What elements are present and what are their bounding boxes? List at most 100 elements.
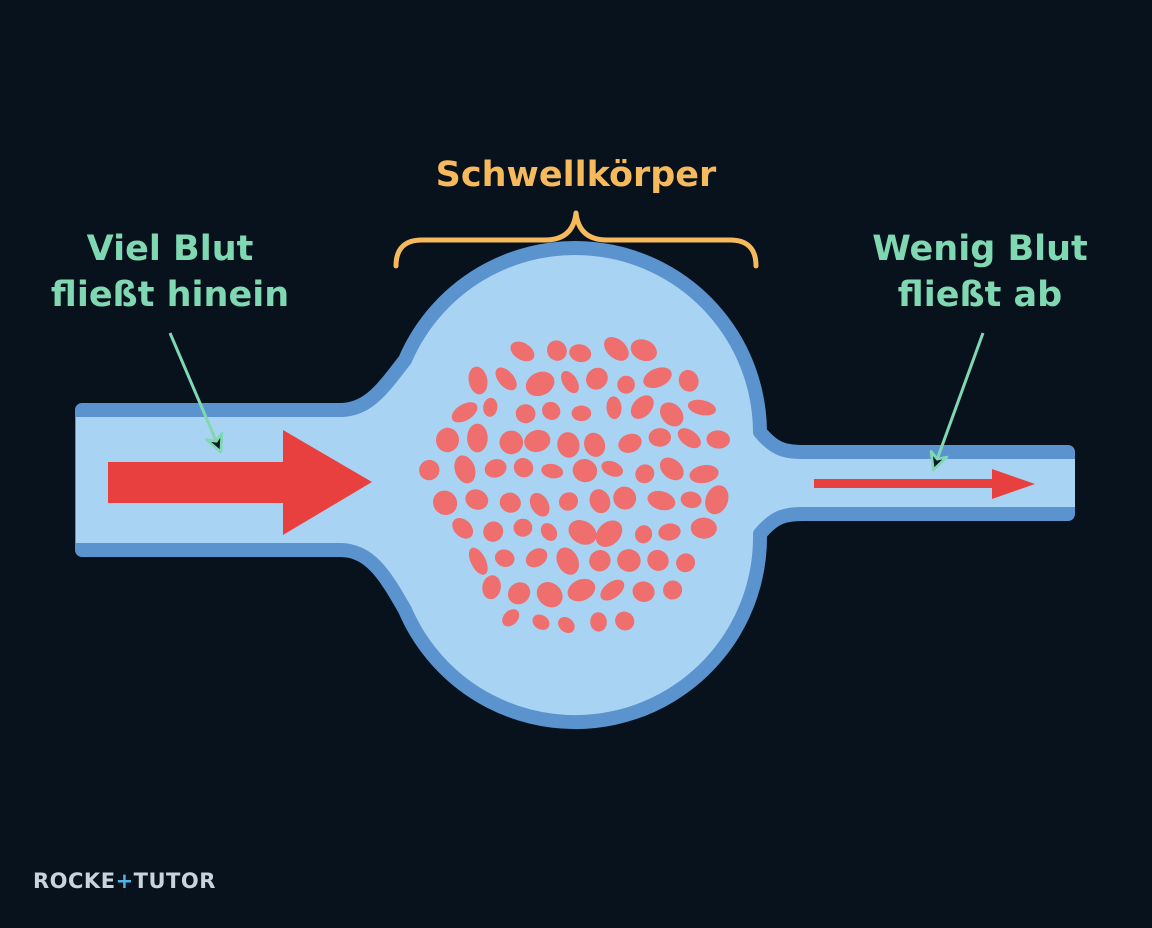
sinus-space — [659, 457, 684, 481]
sinus-space — [615, 611, 635, 631]
sinus-space — [483, 397, 498, 417]
sinus-space — [484, 459, 507, 478]
sinus-space — [513, 518, 533, 537]
inflow-label-line1: Viel Blut — [86, 229, 254, 269]
sinus-space — [617, 549, 641, 572]
sinus-space — [589, 550, 611, 572]
sinus-space — [465, 489, 489, 510]
sinus-space — [529, 492, 550, 517]
sinus-space — [435, 427, 460, 453]
sinus-space — [510, 341, 535, 362]
sinus-space — [606, 396, 622, 420]
sinus-space — [630, 395, 654, 419]
brand-part2: TUTOR — [133, 869, 216, 893]
sinus-space — [525, 548, 548, 568]
sinus-space — [567, 578, 596, 602]
structure-label-text: Schwellkörper — [435, 155, 717, 195]
sinus-space — [690, 517, 717, 539]
sinus-space — [687, 399, 716, 416]
sinus-space — [561, 371, 579, 394]
brand-part1: ROCKE — [33, 869, 116, 893]
sinus-space — [451, 402, 478, 423]
sinus-space — [419, 459, 440, 481]
sinus-space — [643, 367, 672, 389]
sinus-space — [536, 582, 563, 608]
sinus-space — [586, 367, 608, 390]
sinus-space — [558, 616, 575, 634]
sinus-spaces — [419, 337, 730, 634]
sinus-space — [499, 492, 521, 513]
sinus-space — [558, 492, 579, 511]
sinus-space — [648, 428, 671, 447]
inlet-opening — [76, 417, 90, 543]
sinus-space — [468, 366, 488, 395]
sinus-space — [557, 432, 580, 458]
brand-logo: ROCKE+TUTOR — [33, 869, 216, 893]
structure-label: Schwellkörper — [376, 152, 776, 198]
sinus-space — [495, 367, 517, 391]
outlet-opening — [1061, 459, 1075, 507]
sinus-space — [525, 371, 555, 397]
sinus-space — [630, 339, 657, 362]
outflow-pointer — [929, 332, 985, 472]
sinus-space — [532, 614, 550, 630]
sinus-space — [680, 491, 702, 509]
sinus-space — [647, 490, 676, 511]
sinus-space — [568, 520, 597, 545]
sinus-space — [706, 430, 730, 449]
sinus-space — [502, 609, 520, 627]
sinus-space — [515, 404, 536, 424]
sinus-space — [660, 402, 684, 427]
inflow-label: Viel Blut fließt hinein — [20, 226, 320, 318]
sinus-space — [541, 463, 564, 479]
outflow-arrow — [814, 469, 1035, 499]
sinus-space — [617, 375, 635, 394]
brand-plus: + — [115, 869, 134, 893]
sinus-space — [547, 340, 567, 361]
sinus-space — [499, 430, 524, 455]
sinus-space — [524, 429, 551, 453]
inflow-label-line2: fließt hinein — [50, 275, 290, 316]
inflow-arrow — [108, 430, 372, 535]
sinus-space — [635, 525, 653, 544]
sinus-space — [601, 460, 623, 477]
sinus-space — [482, 575, 501, 600]
sinus-space — [676, 553, 696, 573]
sinus-space — [454, 455, 476, 484]
sinus-space — [556, 547, 579, 575]
sinus-space — [705, 485, 729, 515]
inflow-pointer — [168, 332, 224, 454]
sinus-space — [590, 612, 607, 632]
outflow-label: Wenig Blut fließt ab — [830, 226, 1130, 318]
sinus-space — [647, 549, 669, 571]
sinus-space — [613, 486, 637, 510]
sinus-space — [467, 423, 488, 453]
outflow-label-line1: Wenig Blut — [872, 229, 1088, 269]
sinus-space — [483, 521, 504, 542]
sinus-space — [589, 489, 611, 514]
sinus-space — [540, 523, 558, 541]
sinus-space — [571, 405, 592, 422]
brace — [393, 210, 759, 269]
sinus-space — [507, 582, 531, 605]
sinus-space — [678, 369, 699, 392]
sinus-space — [572, 459, 598, 483]
sinus-space — [618, 433, 642, 453]
sinus-space — [658, 523, 681, 541]
sinus-space — [468, 547, 488, 575]
sinus-space — [632, 581, 655, 602]
sinus-space — [452, 518, 474, 539]
sinus-space — [584, 432, 606, 457]
sinus-space — [433, 490, 458, 516]
vessel-wall — [75, 240, 1075, 730]
sinus-space — [689, 464, 719, 484]
sinus-space — [513, 457, 534, 478]
sinus-space — [569, 344, 592, 363]
outflow-label-line2: fließt ab — [897, 275, 1063, 316]
sinus-space — [600, 579, 625, 601]
sinus-space — [542, 401, 561, 420]
sinus-space — [494, 549, 515, 567]
sinus-space — [595, 520, 623, 547]
